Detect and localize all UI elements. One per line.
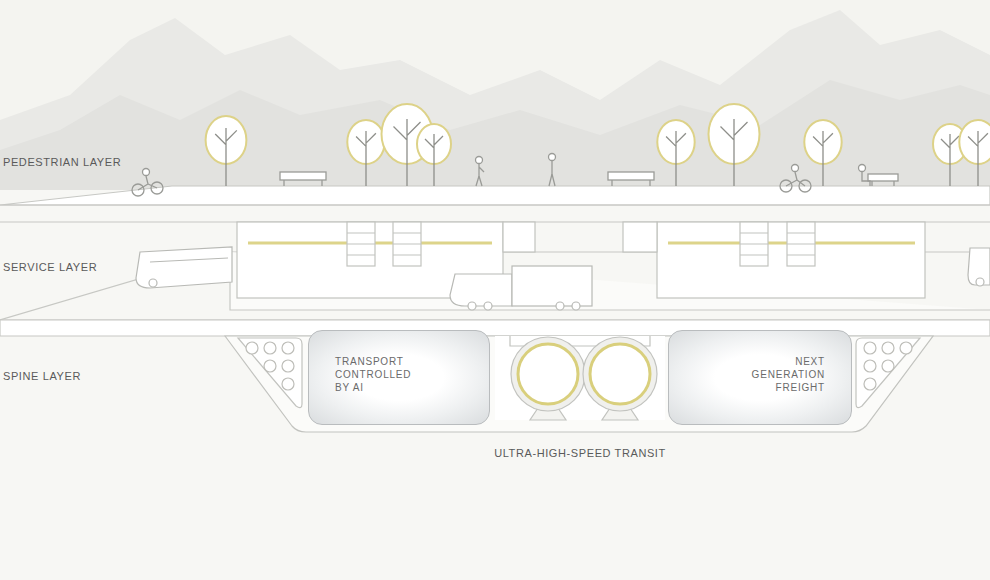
illustration-circle: [882, 360, 894, 372]
illustration-circle: [882, 342, 894, 354]
illustration-circle: [282, 378, 294, 390]
illustration-circle: [900, 342, 912, 354]
panel-text: TRANSPORT CONTROLLED BY AI: [335, 355, 421, 394]
illustration-path: [786, 172, 805, 186]
illustration-circle: [556, 302, 564, 310]
illustration-circle: [246, 342, 258, 354]
illustration-circle: [864, 360, 876, 372]
ground-layers: [0, 186, 990, 580]
illustration-path: [968, 131, 988, 186]
illustration-circle: [572, 302, 580, 310]
people-benches: [132, 154, 898, 197]
illustration-circle: [583, 337, 657, 411]
illustration-path: [425, 134, 443, 186]
transit-label: ULTRA-HIGH-SPEED TRANSIT: [480, 447, 680, 460]
illustration-path: [0, 186, 990, 205]
illustration-circle: [468, 302, 476, 310]
illustration-circle: [518, 344, 578, 404]
illustration-path: [356, 131, 376, 186]
illustration-rect: [503, 222, 535, 252]
mountains: [0, 10, 990, 190]
illustration-path: [0, 190, 990, 580]
vehicles: [136, 247, 990, 310]
illustration-circle: [549, 154, 556, 161]
illustration-path: [215, 128, 237, 186]
illustration-circle: [282, 360, 294, 372]
illustration-circle: [864, 378, 876, 390]
illustration-path: [394, 119, 421, 186]
illustration-path: [476, 164, 484, 186]
trees: [206, 104, 990, 186]
tree: [709, 104, 760, 186]
illustration-circle: [590, 344, 650, 404]
spine-panel: NEXT GENERATION FREIGHT: [668, 330, 852, 425]
illustration-path: [856, 338, 920, 408]
illustration-rect: [623, 222, 657, 252]
tree: [417, 124, 451, 186]
illustration-circle: [511, 337, 585, 411]
illustration-ellipse: [959, 120, 990, 164]
illustration-circle: [864, 342, 876, 354]
tree: [657, 120, 694, 186]
illustration-path: [136, 247, 232, 288]
illustration-circle: [264, 360, 276, 372]
illustration-path: [721, 119, 748, 186]
illustration-path: [872, 181, 894, 186]
illustration-circle: [149, 279, 157, 287]
illustration-rect: [868, 174, 898, 181]
illustration-path: [150, 258, 228, 262]
illustration-circle: [484, 302, 492, 310]
illustration-rect: [280, 172, 326, 180]
layer-label: SERVICE LAYER: [3, 261, 97, 274]
illustration-circle: [976, 278, 984, 286]
illustration-circle: [143, 169, 150, 176]
illustration-path: [450, 274, 512, 306]
illustration-path: [0, 80, 990, 190]
illustration-line: [0, 204, 990, 205]
layer-label: PEDESTRIAN LAYER: [3, 156, 121, 169]
illustration-path: [941, 134, 959, 186]
illustration-path: [813, 131, 833, 186]
illustration-path: [549, 161, 555, 186]
tree: [347, 120, 384, 186]
spine-panel: TRANSPORT CONTROLLED BY AI: [308, 330, 490, 425]
illustration-path: [284, 180, 322, 186]
illustration-circle: [859, 165, 866, 172]
illustration-circle: [792, 165, 799, 172]
illustration-path: [968, 248, 990, 285]
layer-label: SPINE LAYER: [3, 370, 81, 383]
illustration-circle: [282, 342, 294, 354]
illustration-path: [0, 10, 990, 190]
tree: [804, 120, 841, 186]
illustration-path: [862, 172, 870, 186]
illustration-path: [666, 131, 686, 186]
illustration-path: [238, 338, 302, 408]
panel-text: NEXT GENERATION FREIGHT: [739, 355, 825, 394]
illustration-path: [495, 336, 665, 420]
illustration-path: [138, 176, 157, 190]
illustration-rect: [512, 266, 592, 306]
illustration-rect: [608, 172, 654, 180]
tree: [206, 116, 247, 186]
illustration-circle: [264, 342, 276, 354]
illustration-path: [612, 180, 650, 186]
tree: [959, 120, 990, 186]
illustration-path: [347, 233, 815, 255]
illustration-circle: [476, 157, 483, 164]
